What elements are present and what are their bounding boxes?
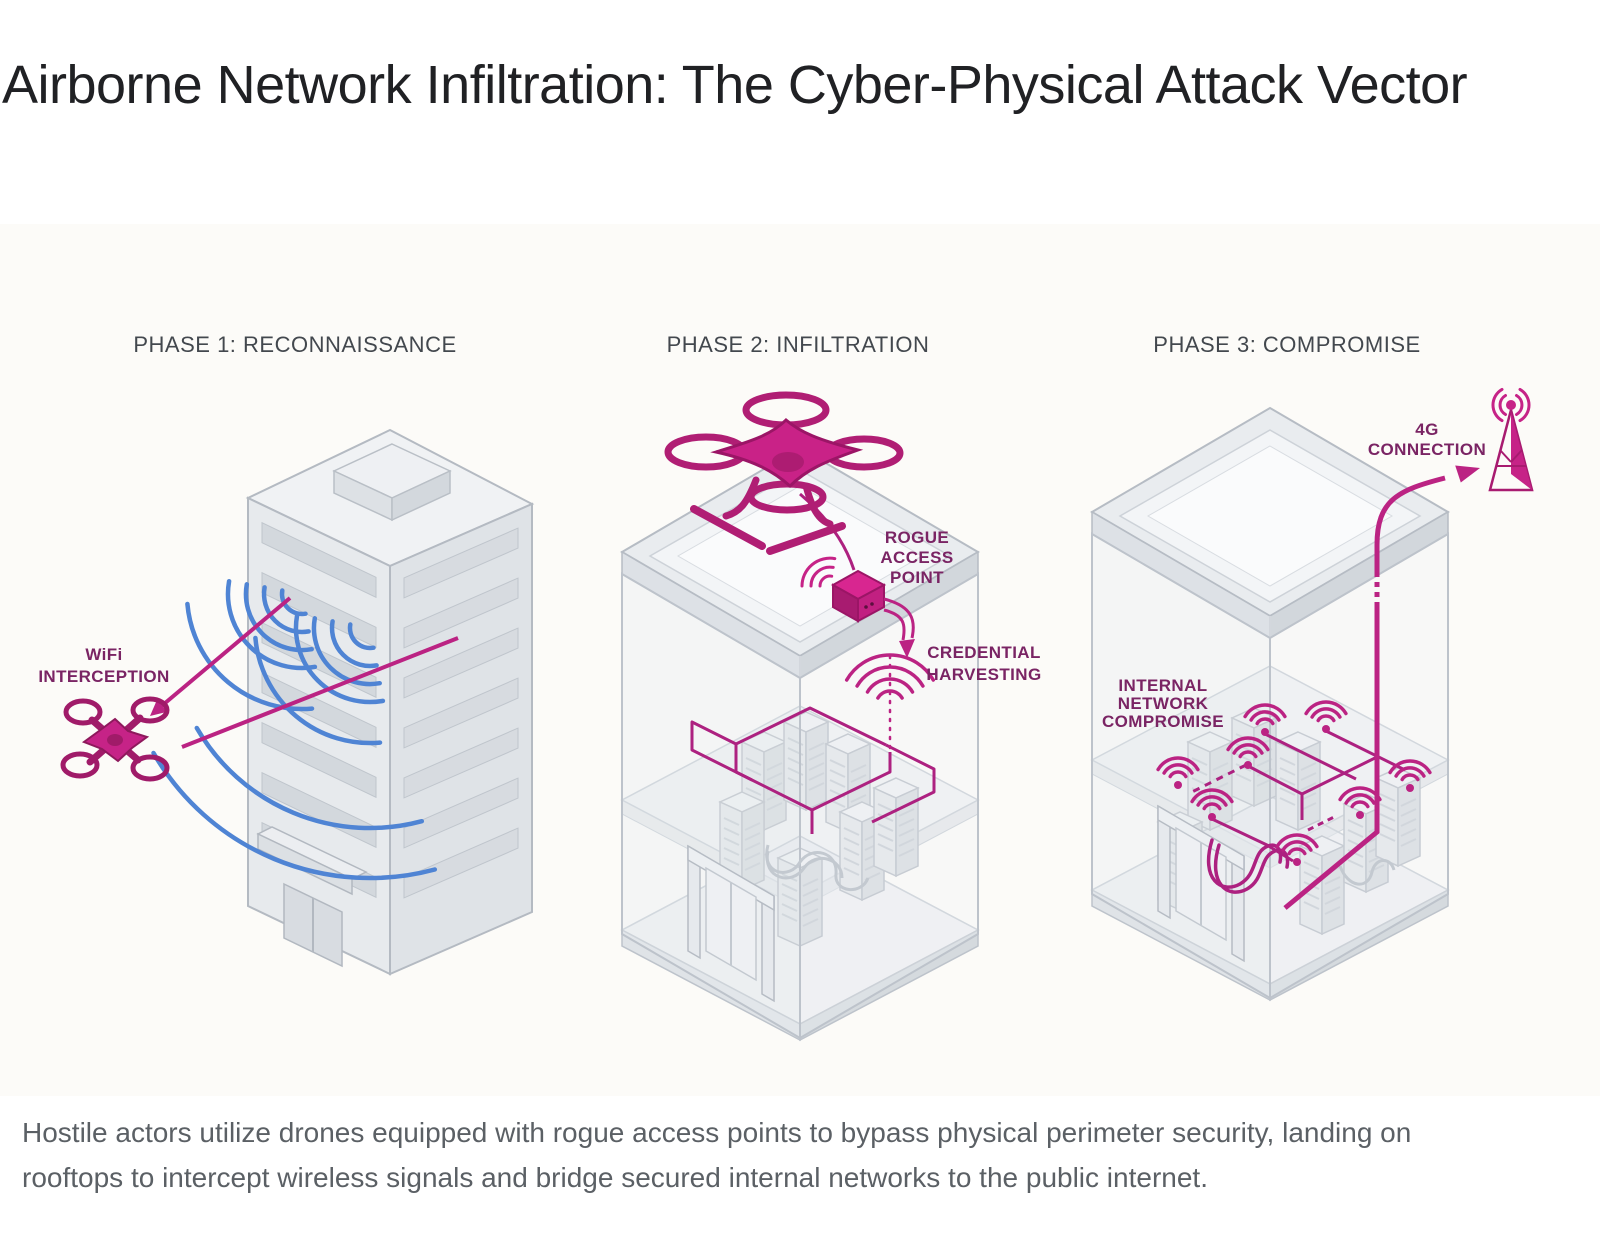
window-stripes-right	[403, 527, 519, 899]
credential-label-line1: CREDENTIAL	[927, 643, 1041, 662]
phase-2-panel: PHASE 2: INFILTRATION	[621, 332, 1041, 1041]
gray-cables	[765, 844, 870, 892]
credential-label-line2: HARVESTING	[926, 665, 1041, 684]
wifi-interception-line2: INTERCEPTION	[38, 667, 169, 686]
phase-3-label: PHASE 3: COMPROMISE	[1153, 332, 1420, 357]
rap-label-line1: ROGUE	[885, 528, 949, 547]
cable-coil	[1206, 838, 1290, 894]
attack-diagram-figure: PHASE 1: RECONNAISSANCE	[0, 224, 1600, 1096]
gray-cable	[1338, 859, 1396, 886]
inc-label-line1: INTERNAL	[1118, 676, 1207, 695]
uplink-arrow	[1283, 465, 1480, 910]
phase-1-label: PHASE 1: RECONNAISSANCE	[133, 332, 456, 357]
inc-label-line2: NETWORK	[1118, 694, 1209, 713]
wifi-signal-icon	[800, 556, 837, 588]
inc-label-line3: COMPROMISE	[1102, 712, 1224, 731]
cell-tower-icon	[1488, 387, 1534, 492]
rogue-access-point-label: ROGUE ACCESS POINT	[880, 528, 953, 587]
arrow-icon	[1455, 465, 1480, 483]
rap-label-line2: ACCESS	[880, 548, 953, 567]
wifi-interception-label: WiFi INTERCEPTION	[38, 645, 169, 686]
4g-connection-label: 4G CONNECTION	[1368, 420, 1486, 459]
arrow-icon	[150, 699, 168, 716]
recon-drone-icon	[60, 696, 170, 782]
building-entrance	[256, 826, 368, 968]
rap-label-line3: POINT	[890, 568, 944, 587]
credential-harvesting-signal	[844, 653, 936, 754]
arrow-icon	[899, 639, 915, 658]
phase-1-panel: PHASE 1: RECONNAISSANCE	[38, 332, 535, 976]
infiltration-drone-icon	[664, 391, 904, 555]
interception-arrows	[150, 596, 459, 749]
network-lines	[1187, 729, 1406, 863]
figure-caption: Hostile actors utilize drones equipped w…	[22, 1117, 1412, 1193]
office-building	[245, 428, 535, 976]
4g-label-line2: CONNECTION	[1368, 440, 1486, 459]
wifi-leak-arcs-blue	[151, 578, 438, 881]
internal-network-compromise-label: INTERNAL NETWORK COMPROMISE	[1102, 676, 1224, 731]
phase-2-label: PHASE 2: INFILTRATION	[667, 332, 930, 357]
page-title: Airborne Network Infiltration: The Cyber…	[2, 55, 1468, 115]
network-circuit	[690, 706, 936, 834]
phase-3-panel: PHASE 3: COMPROMISE	[1091, 332, 1534, 1001]
credential-harvesting-label: CREDENTIAL HARVESTING	[926, 643, 1041, 684]
downlink-arrow	[883, 597, 915, 658]
wifi-interception-line1: WiFi	[85, 645, 122, 664]
attack-vector-diagram: PHASE 1: RECONNAISSANCE	[0, 224, 1600, 1096]
4g-label-line1: 4G	[1415, 420, 1438, 439]
